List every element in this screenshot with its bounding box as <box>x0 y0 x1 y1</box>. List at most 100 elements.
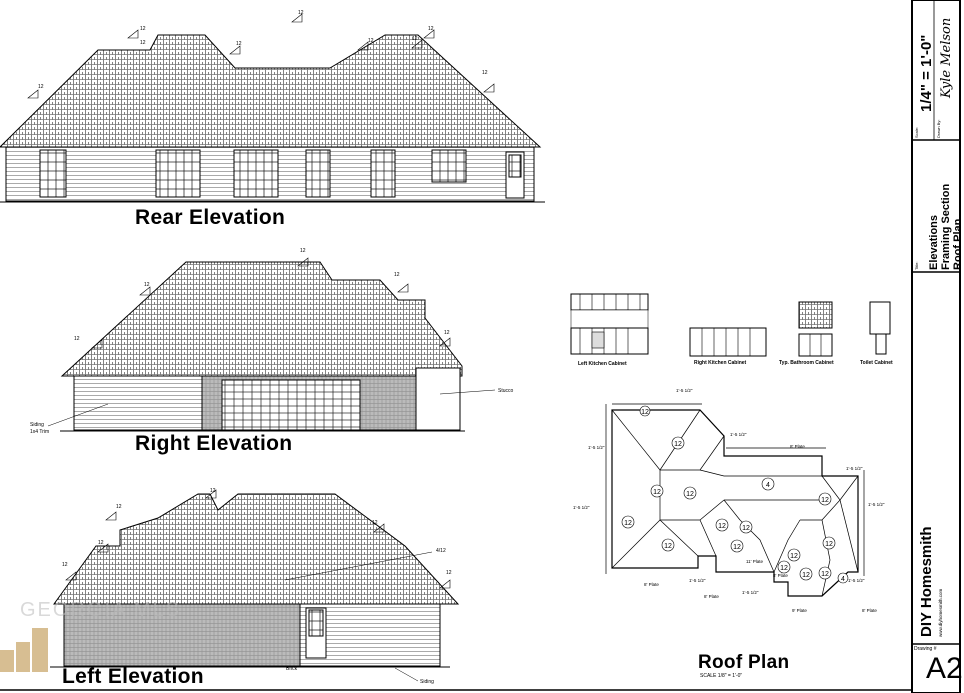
pitch-label: 12 <box>428 26 434 32</box>
pitch-label: 12 <box>74 336 80 342</box>
roof-dimension: 1'-5 1/2" <box>846 466 863 471</box>
plate-note: 8' Plate <box>704 594 719 599</box>
pitch-label: 12 <box>482 70 488 76</box>
note-brick: Brick <box>286 666 298 672</box>
roof-dimension: 1'-5 1/2" <box>573 505 590 510</box>
left-elevation-title: Left Elevation <box>62 665 204 688</box>
typ-bathroom-cabinet <box>798 301 833 357</box>
right-elevation-title: Right Elevation <box>135 432 293 455</box>
roof-dimension: 1'-5 1/2" <box>588 445 605 450</box>
sheet-title-line-2: Framing Section <box>940 183 952 270</box>
plate-note: 8' Plate <box>862 608 877 613</box>
sheet-title-line-3: Roof Plan <box>952 218 964 270</box>
note-stucco: Stucco <box>498 388 514 394</box>
roof-pitch-mark: 12 <box>825 541 833 548</box>
cabinet-label: Left Kitchen Cabinet <box>578 361 627 367</box>
cabinet-label: Typ. Bathroom Cabinet <box>779 360 834 366</box>
roof-pitch-mark: 12 <box>641 409 649 416</box>
roof-dimension: 1'-5 1/2" <box>689 578 706 583</box>
garage-door <box>221 379 361 431</box>
roof-dimension: 1'-5 1/2" <box>676 388 693 393</box>
roof-pitch-mark: 12 <box>653 489 661 496</box>
roof-pitch-mark: 4 <box>841 576 845 583</box>
pitch-label: 12 <box>446 570 452 576</box>
rear-elevation: 12 12 12 12 12 12 12 12 12 <box>0 10 545 203</box>
roof-pitch-mark: 12 <box>821 571 829 578</box>
roof-pitch-mark: 12 <box>821 497 829 504</box>
stucco-wall <box>415 367 461 431</box>
drawing-number: A2 <box>926 652 963 685</box>
plate-note: 8' Plate <box>790 444 805 449</box>
plate-note: 8' Plate <box>773 573 788 578</box>
drawing-number-label: Drawing # <box>914 646 937 652</box>
roof-pitch-mark: 12 <box>802 572 810 579</box>
roof-pitch-mark: 12 <box>674 441 682 448</box>
left-elevation: 12 12 12 12 12 12 4/12 Brick Siding <box>50 488 460 685</box>
roof-plan-scale: SCALE 1/8" = 1'-0" <box>700 673 743 679</box>
sheet-title-line-1: Elevations <box>928 214 940 270</box>
roof-pitch-mark: 4 <box>766 482 770 489</box>
company-name: DIY Homesmith <box>918 526 935 637</box>
cabinet-label: Right Kitchen Cabinet <box>694 360 747 366</box>
plate-note: 9' Plate <box>792 608 807 613</box>
left-brick <box>63 603 301 667</box>
note-pitch: 4/12 <box>436 548 446 554</box>
pitch-label: 12 <box>372 520 378 526</box>
right-kitchen-cabinet <box>689 327 767 357</box>
pitch-label: 12 <box>300 248 306 254</box>
pitch-label: 12 <box>444 330 450 336</box>
note-siding: Siding <box>30 422 44 428</box>
watermark-text: GEORGIA MLS <box>20 599 181 621</box>
pitch-label: 12 <box>210 488 216 494</box>
pitch-label: 12 <box>412 36 418 42</box>
scale-label: Scale: <box>914 126 919 138</box>
roof-pitch-mark: 12 <box>742 525 750 532</box>
pitch-label: 12 <box>62 562 68 568</box>
pitch-label: 12 <box>38 84 44 90</box>
toilet-cabinet <box>869 301 891 355</box>
roof-pitch-mark: 12 <box>780 565 788 572</box>
roof-pitch-mark: 12 <box>718 523 726 530</box>
title-label: Title: <box>914 261 919 270</box>
pitch-label: 12 <box>368 38 374 44</box>
drawn-by-label: Drawn By: <box>936 119 941 138</box>
right-roof <box>60 261 463 377</box>
drawn-by: Kyle Melson <box>939 17 954 98</box>
rear-elevation-title: Rear Elevation <box>135 206 286 229</box>
pitch-label: 12 <box>98 540 104 546</box>
pitch-label: 12 <box>116 504 122 510</box>
company-website: www.diyhomesmith.com <box>938 588 943 637</box>
roof-pitch-mark: 12 <box>624 520 632 527</box>
roof-pitch-mark: 12 <box>664 543 672 550</box>
pitch-label: 12 <box>140 40 146 46</box>
right-siding <box>73 375 203 431</box>
roof-dimension: 1'-5 1/2" <box>742 590 759 595</box>
plate-note: 8' Plate <box>644 582 659 587</box>
roof-pitch-mark: 12 <box>790 553 798 560</box>
pitch-label: 12 <box>394 272 400 278</box>
pitch-label: 12 <box>298 10 304 16</box>
roof-pitch-mark: 12 <box>733 544 741 551</box>
cabinet-label: Toilet Cabinet <box>860 360 893 366</box>
mls-watermark: GEORGIA MLS <box>0 599 181 672</box>
roof-dimension: 1'-5 1/2" <box>868 502 885 507</box>
roof-dimension: 1'-5 1/2" <box>848 578 865 583</box>
right-elevation: 12 12 12 12 12 Siding 1x4 Trim Stucco <box>30 248 514 435</box>
roof-dimension: 1'-5 1/2" <box>730 432 747 437</box>
left-kitchen-cabinet <box>570 293 649 355</box>
note-trim: 1x4 Trim <box>30 429 49 435</box>
roof-pitch-mark: 12 <box>686 491 694 498</box>
rear-roof <box>0 34 542 148</box>
roof-plan: 12 12 12 12 12 12 4 12 12 12 12 12 12 12… <box>573 388 885 613</box>
cabinet-details: Left Kitchen Cabinet Right Kitchen Cabin… <box>570 293 893 367</box>
left-roof <box>53 493 460 605</box>
pitch-label: 12 <box>144 282 150 288</box>
plate-note: 11' Plate <box>746 559 764 564</box>
pitch-label: 12 <box>140 26 146 32</box>
roof-plan-title: Roof Plan <box>698 652 790 673</box>
drawing-scale: 1/4" = 1'-0" <box>918 34 935 112</box>
pitch-label: 12 <box>236 41 242 47</box>
note-siding: Siding <box>420 679 434 685</box>
